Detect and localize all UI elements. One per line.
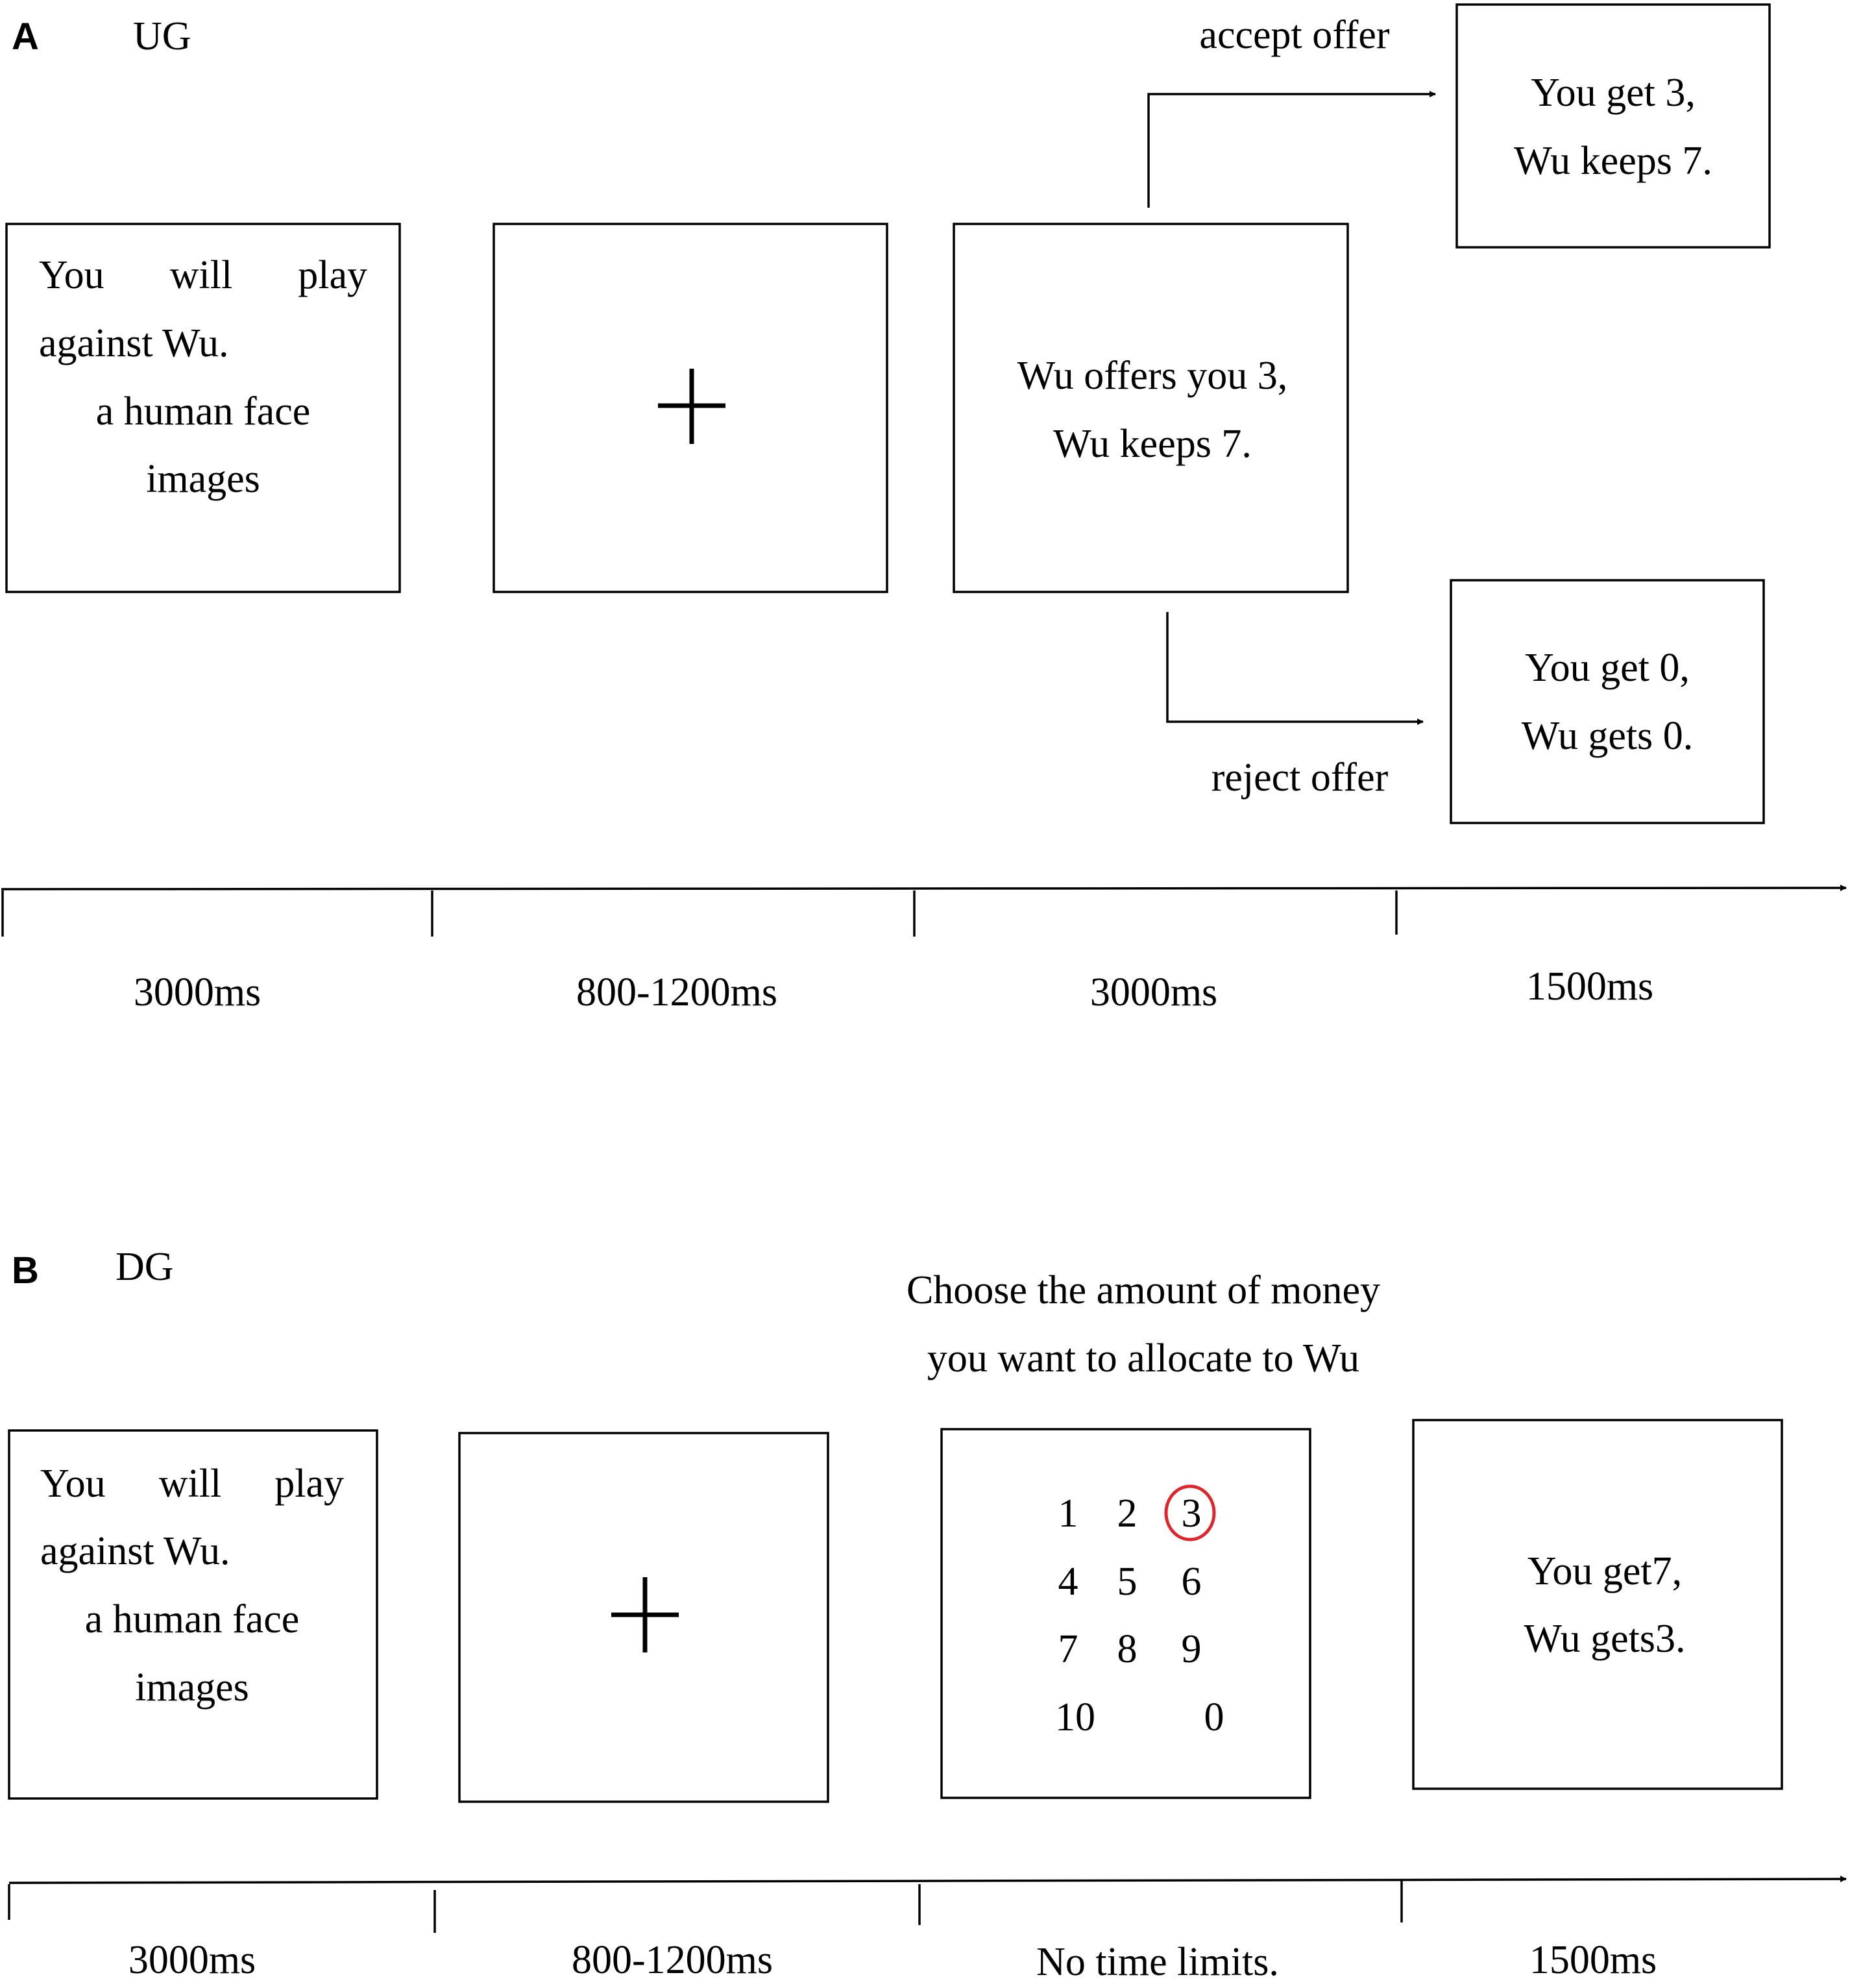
intro-word-play-a: play (298, 253, 367, 297)
fixation-cross-icon (611, 1577, 679, 1652)
timeline-a-label-3: 3000ms (1090, 970, 1217, 1014)
intro-word-you-a: You (39, 253, 104, 297)
accept-outcome-screen (1455, 3, 1771, 249)
panel-a-letter: A (12, 16, 39, 58)
intro-line-face-b: a human face (85, 1597, 299, 1641)
allocation-outcome-line-1: You get7, (1527, 1549, 1682, 1593)
number-option[interactable]: 6 (1182, 1560, 1202, 1604)
intro-screen-a (5, 223, 401, 593)
offer-screen-a (953, 223, 1349, 593)
timeline-a-label-1: 3000ms (134, 970, 261, 1014)
intro-line-against-a: against Wu. (39, 321, 229, 365)
choose-prompt-line-1: Choose the amount of money (907, 1268, 1380, 1312)
intro-line-against-b: against Wu. (40, 1529, 230, 1573)
panel-b-title: DG (116, 1245, 174, 1289)
fixation-cross-icon (658, 369, 725, 444)
fixation-screen-a (493, 223, 888, 593)
number-option[interactable]: 7 (1058, 1627, 1078, 1671)
timeline-a-label-2: 800-1200ms (576, 970, 777, 1014)
intro-word-will-a: will (170, 253, 232, 297)
panel-b-letter: B (12, 1249, 39, 1292)
allocation-screen (940, 1428, 1311, 1799)
number-option[interactable]: 0 (1204, 1695, 1224, 1739)
accept-arrow (1147, 91, 1436, 208)
allocation-outcome-screen (1412, 1419, 1783, 1790)
panel-a-title: UG (133, 14, 191, 58)
reject-outcome-line-1: You get 0, (1525, 646, 1690, 690)
selection-circle (1164, 1484, 1216, 1541)
panel-a: A UG You will play against Wu. a human f… (1, 3, 1847, 1014)
fixation-screen-b (458, 1432, 829, 1803)
timeline-b-label-1: 3000ms (128, 1938, 256, 1982)
reject-outcome-line-2: Wu gets 0. (1522, 714, 1693, 758)
number-option[interactable]: 5 (1117, 1560, 1138, 1604)
intro-line-images-a: images (146, 457, 260, 501)
timeline-b-axis (8, 1876, 1847, 1884)
intro-line-images-b: images (135, 1665, 249, 1710)
accept-offer-label: accept offer (1199, 13, 1389, 57)
timeline-b: 3000ms 800-1200ms No time limits. 1500ms (8, 1876, 1847, 1984)
choose-prompt-line-2: you want to allocate to Wu (927, 1336, 1359, 1381)
allocation-outcome-line-2: Wu gets3. (1524, 1617, 1686, 1661)
intro-line-face-a: a human face (96, 389, 310, 434)
intro-word-play-b: play (274, 1462, 344, 1506)
number-option[interactable]: 2 (1117, 1491, 1138, 1536)
timeline-b-label-4: 1500ms (1529, 1938, 1657, 1982)
timeline-a: 3000ms 800-1200ms 3000ms 1500ms (1, 885, 1847, 1014)
offer-line-2: Wu keeps 7. (1053, 422, 1252, 466)
panel-b: B DG You will play against Wu. a human f… (8, 1245, 1847, 1984)
reject-offer-label: reject offer (1211, 755, 1389, 800)
timeline-b-label-3: No time limits. (1036, 1940, 1279, 1984)
timeline-b-label-2: 800-1200ms (572, 1938, 773, 1982)
reject-outcome-screen (1450, 579, 1765, 824)
number-option[interactable]: 8 (1117, 1627, 1138, 1671)
accept-outcome-line-1: You get 3, (1531, 71, 1696, 115)
number-option-selected[interactable]: 3 (1182, 1491, 1202, 1536)
intro-word-will-b: will (159, 1462, 221, 1506)
intro-word-you-b: You (40, 1462, 106, 1506)
offer-line-1: Wu offers you 3, (1017, 354, 1288, 398)
intro-screen-b (8, 1429, 378, 1800)
number-option[interactable]: 4 (1058, 1560, 1078, 1604)
reject-arrow (1166, 612, 1424, 725)
timeline-a-label-4: 1500ms (1526, 964, 1653, 1009)
number-grid: 1 2 3 4 5 6 7 8 9 10 0 (1055, 1484, 1224, 1739)
number-option[interactable]: 10 (1055, 1695, 1095, 1739)
number-option[interactable]: 9 (1182, 1627, 1202, 1671)
timeline-a-axis (1, 885, 1847, 892)
accept-outcome-line-2: Wu keeps 7. (1514, 139, 1712, 183)
number-option[interactable]: 1 (1058, 1491, 1078, 1536)
